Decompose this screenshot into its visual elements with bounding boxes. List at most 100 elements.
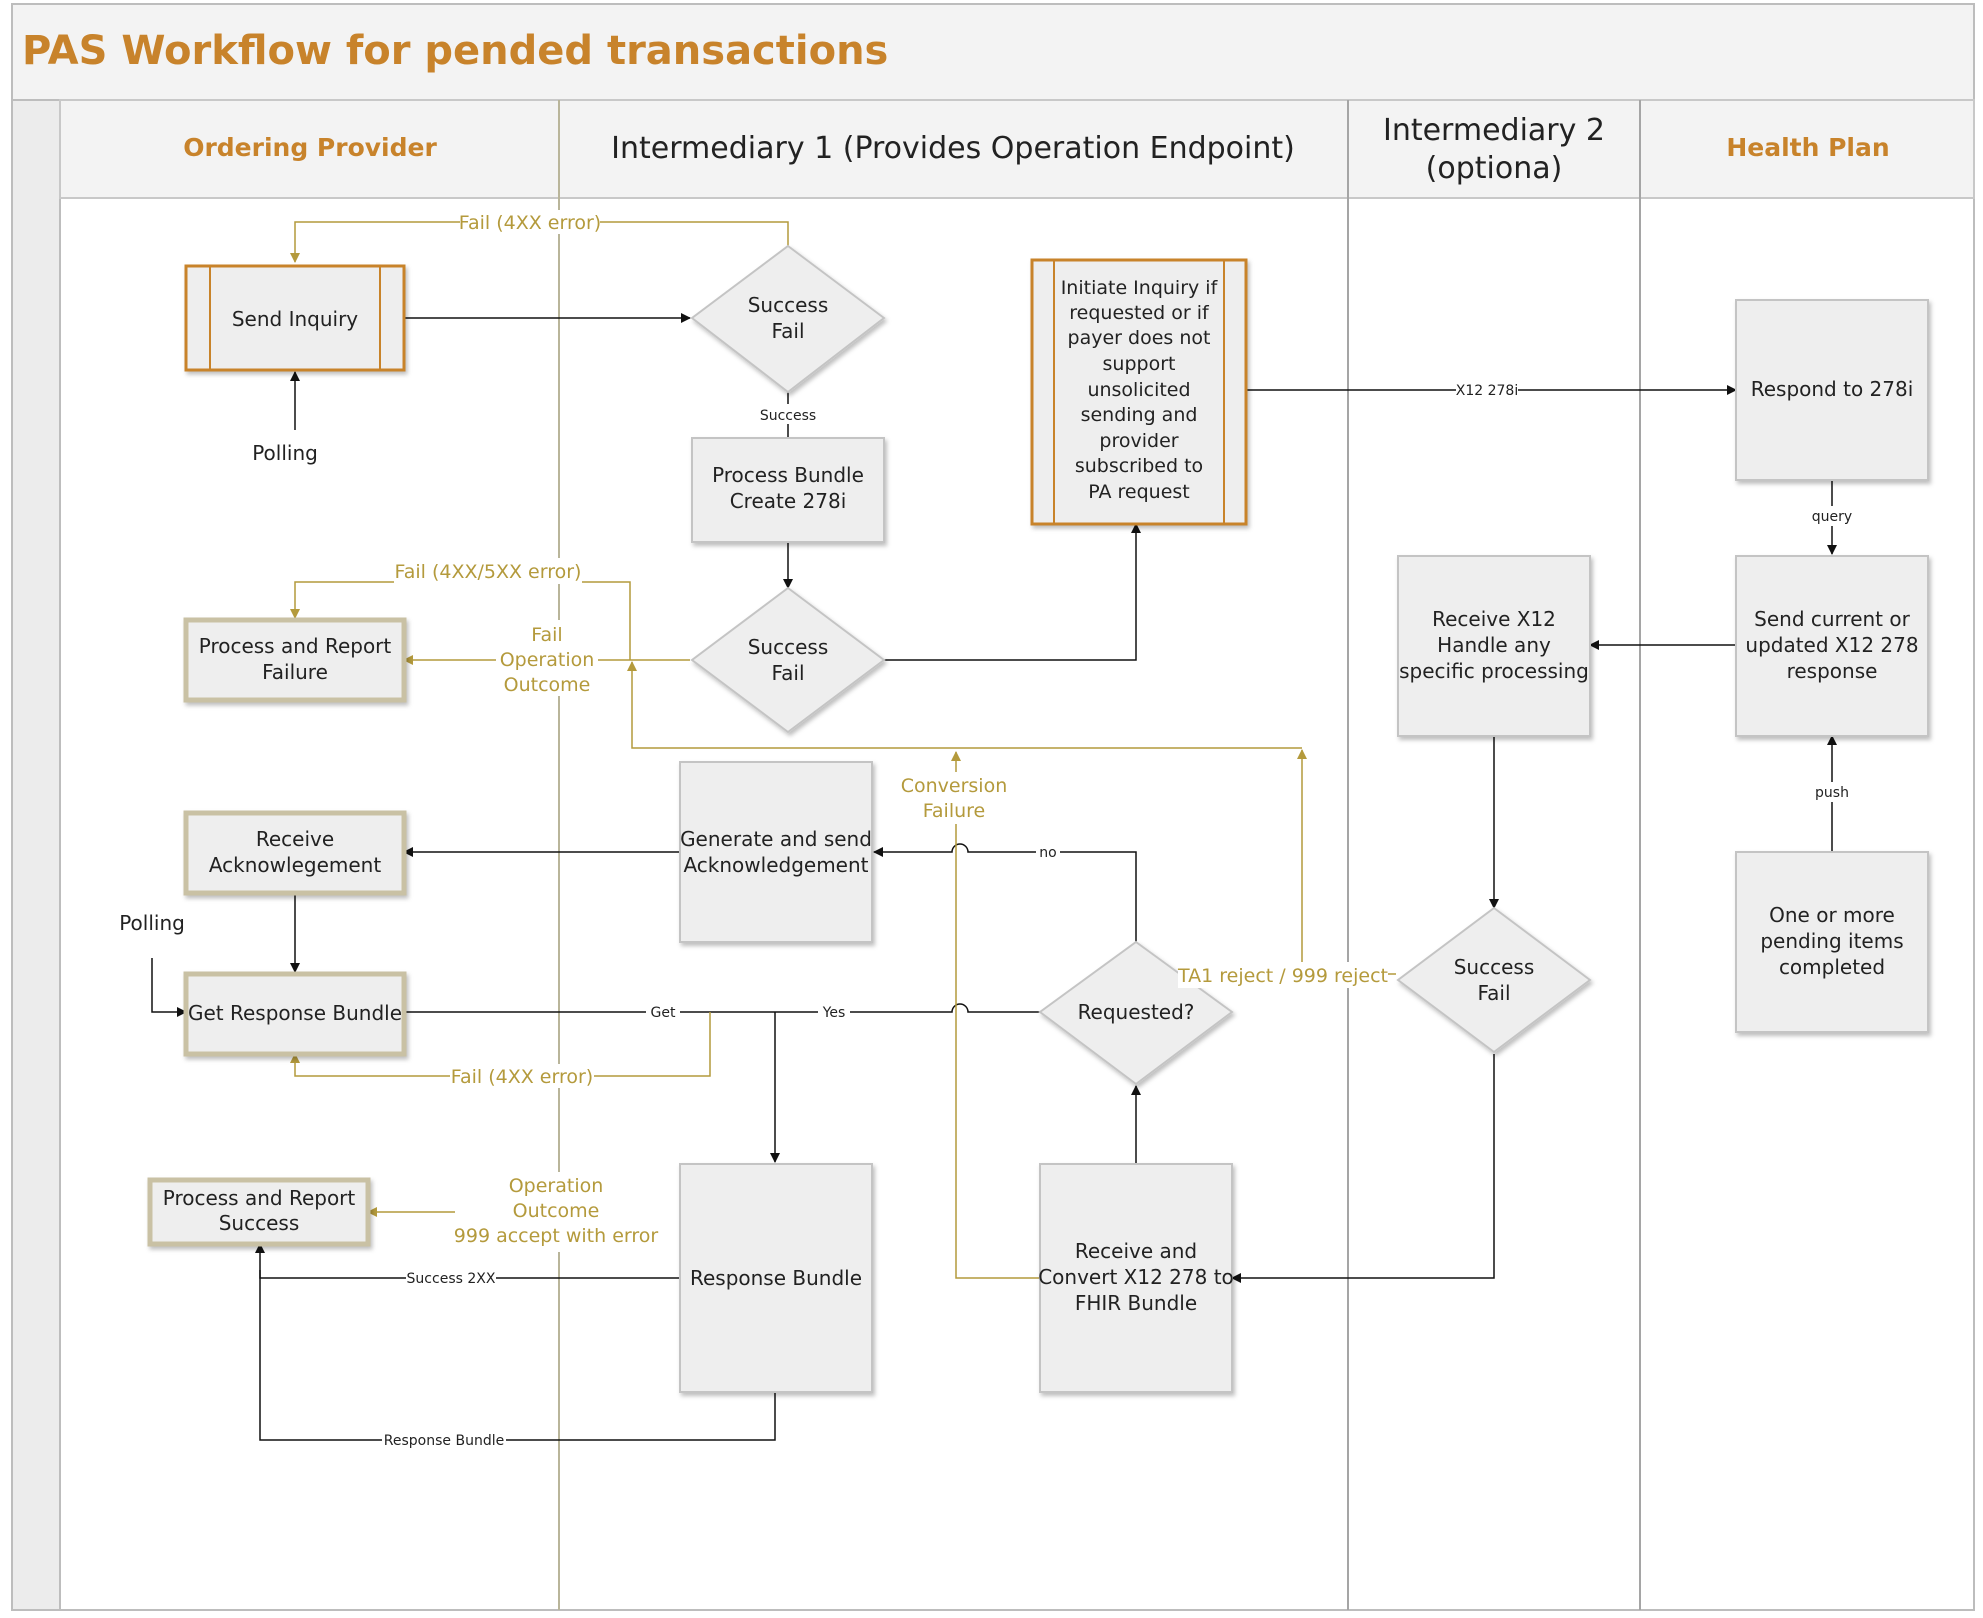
label-op-outcome-2: Outcome [513, 1200, 600, 1222]
label-fail-op-2: Operation [500, 649, 595, 671]
lane-header-intermediary-2: Intermediary 2 [1383, 113, 1605, 148]
node-one-or-more-l1: One or more [1769, 903, 1895, 927]
label-fail-op-3: Outcome [504, 674, 591, 696]
label-polling-2: Polling [119, 911, 185, 935]
node-send-current-l1: Send current or [1754, 607, 1910, 631]
decision-1-success: Success [748, 293, 829, 317]
node-one-or-more [1735, 851, 1929, 1033]
node-one-or-more-l2: pending items [1760, 929, 1903, 953]
node-generate-ack-l2: Acknowledgement [683, 853, 868, 877]
node-respond-278i-label: Respond to 278i [1751, 377, 1914, 401]
decision-success-fail-3 [1396, 906, 1592, 1054]
node-initiate-l2: requested or if [1069, 302, 1210, 324]
diagram-title: PAS Workflow for pended transactions [22, 28, 888, 74]
node-receive-ack-l1: Receive [256, 827, 334, 851]
node-process-bundle-l1: Process Bundle [712, 463, 864, 487]
node-receive-x12-l3: specific processing [1399, 659, 1589, 683]
node-receive-convert [1039, 1163, 1233, 1393]
label-get: Get [651, 1005, 676, 1021]
edge-requested-no-to-generate [873, 843, 1137, 942]
lane-header-band [59, 99, 1975, 199]
label-x12-278i: X12 278i [1456, 383, 1518, 399]
node-response-bundle [679, 1163, 873, 1393]
node-send-current-l2: updated X12 278 [1745, 633, 1918, 657]
node-initiate-l8: subscribed to [1075, 455, 1203, 477]
node-receive-x12-l1: Receive X12 [1432, 607, 1556, 631]
edge-requested-yes-to-get [404, 1003, 1040, 1013]
node-receive-convert-l1: Receive and [1075, 1239, 1197, 1263]
edge-polling2-to-get-response [151, 958, 187, 1017]
label-fail-4xx-bottom: Fail (4XX error) [451, 1066, 593, 1088]
node-failure-l2: Failure [262, 660, 328, 684]
decision-success-fail-2 [690, 586, 886, 734]
label-ta1-reject: TA1 reject / 999 reject [1177, 965, 1388, 987]
node-receive-x12 [1397, 555, 1591, 737]
node-receive-x12-l2: Handle any [1437, 633, 1551, 657]
label-success-small: Success [760, 408, 816, 424]
node-send-inquiry [184, 264, 406, 372]
node-receive-ack [183, 810, 407, 896]
node-get-response-bundle [183, 971, 407, 1057]
lane-header-intermediary-2-sub: (optiona) [1426, 151, 1563, 186]
node-initiate-l4: support [1103, 353, 1176, 375]
node-send-inquiry-label: Send Inquiry [232, 307, 358, 331]
edge-decision3-to-receive-convert [1231, 1054, 1495, 1283]
node-respond-278i [1735, 299, 1929, 481]
node-success-l2: Success [219, 1211, 300, 1235]
decision-2-success: Success [748, 635, 829, 659]
lane-header-ordering-provider: Ordering Provider [183, 133, 437, 162]
label-polling-1: Polling [252, 441, 318, 465]
label-op-outcome-1: Operation [509, 1175, 604, 1197]
decision-1-fail: Fail [771, 319, 804, 343]
lane-header-health-plan: Health Plan [1726, 133, 1889, 162]
pool-gutter [11, 99, 61, 1611]
node-initiate-l9: PA request [1088, 481, 1190, 503]
node-process-bundle-l2: Create 278i [730, 489, 847, 513]
label-fail-4xx-5xx: Fail (4XX/5XX error) [395, 561, 582, 583]
node-send-current [1735, 555, 1929, 737]
node-success-l1: Process and Report [163, 1186, 356, 1210]
label-yes: Yes [822, 1005, 846, 1021]
node-initiate-l7: provider [1099, 430, 1178, 452]
lane-header-intermediary-1: Intermediary 1 (Provides Operation Endpo… [611, 131, 1295, 166]
node-generate-ack [679, 761, 873, 943]
node-process-report-failure [183, 617, 407, 703]
label-success-2xx: Success 2XX [407, 1271, 496, 1287]
decision-requested-label: Requested? [1078, 1000, 1195, 1024]
label-conversion-2: Failure [923, 800, 986, 822]
label-conversion-1: Conversion [901, 775, 1008, 797]
label-op-outcome-3: 999 accept with error [454, 1225, 659, 1247]
node-receive-convert-l3: FHIR Bundle [1075, 1291, 1197, 1315]
node-receive-convert-l2: Convert X12 278 to [1038, 1265, 1234, 1289]
edge-conversion-failure [951, 751, 1040, 1279]
decision-3-fail: Fail [1477, 981, 1510, 1005]
node-process-report-success [147, 1177, 371, 1247]
edge-reject-loop [627, 661, 1302, 749]
label-query: query [1812, 509, 1852, 525]
decision-2-fail: Fail [771, 661, 804, 685]
node-send-current-l3: response [1787, 659, 1878, 683]
node-process-bundle [691, 437, 885, 543]
node-receive-ack-l2: Acknowlegement [209, 853, 382, 877]
node-get-response-bundle-label: Get Response Bundle [188, 1001, 402, 1025]
node-initiate-l6: sending and [1081, 404, 1198, 426]
title-bar [11, 3, 1975, 101]
label-push: push [1815, 785, 1849, 801]
node-initiate-l1: Initiate Inquiry if [1061, 277, 1219, 299]
node-response-bundle-label: Response Bundle [690, 1266, 862, 1290]
label-response-bundle-link: Response Bundle [384, 1433, 504, 1449]
decision-3-success: Success [1454, 955, 1535, 979]
node-initiate-inquiry [1030, 258, 1248, 526]
decision-success-fail-1 [690, 244, 886, 394]
label-fail-4xx-top: Fail (4XX error) [459, 212, 601, 234]
edge-response-bundle-return [259, 1270, 776, 1441]
node-one-or-more-l3: completed [1779, 955, 1885, 979]
label-no: no [1039, 845, 1056, 861]
label-fail-op-1: Fail [531, 624, 562, 646]
node-initiate-l3: payer does not [1068, 327, 1211, 349]
node-failure-l1: Process and Report [199, 634, 392, 658]
node-initiate-l5: unsolicited [1087, 379, 1190, 401]
node-generate-ack-l1: Generate and send [680, 827, 872, 851]
edge-decision2-to-initiate [884, 523, 1141, 661]
